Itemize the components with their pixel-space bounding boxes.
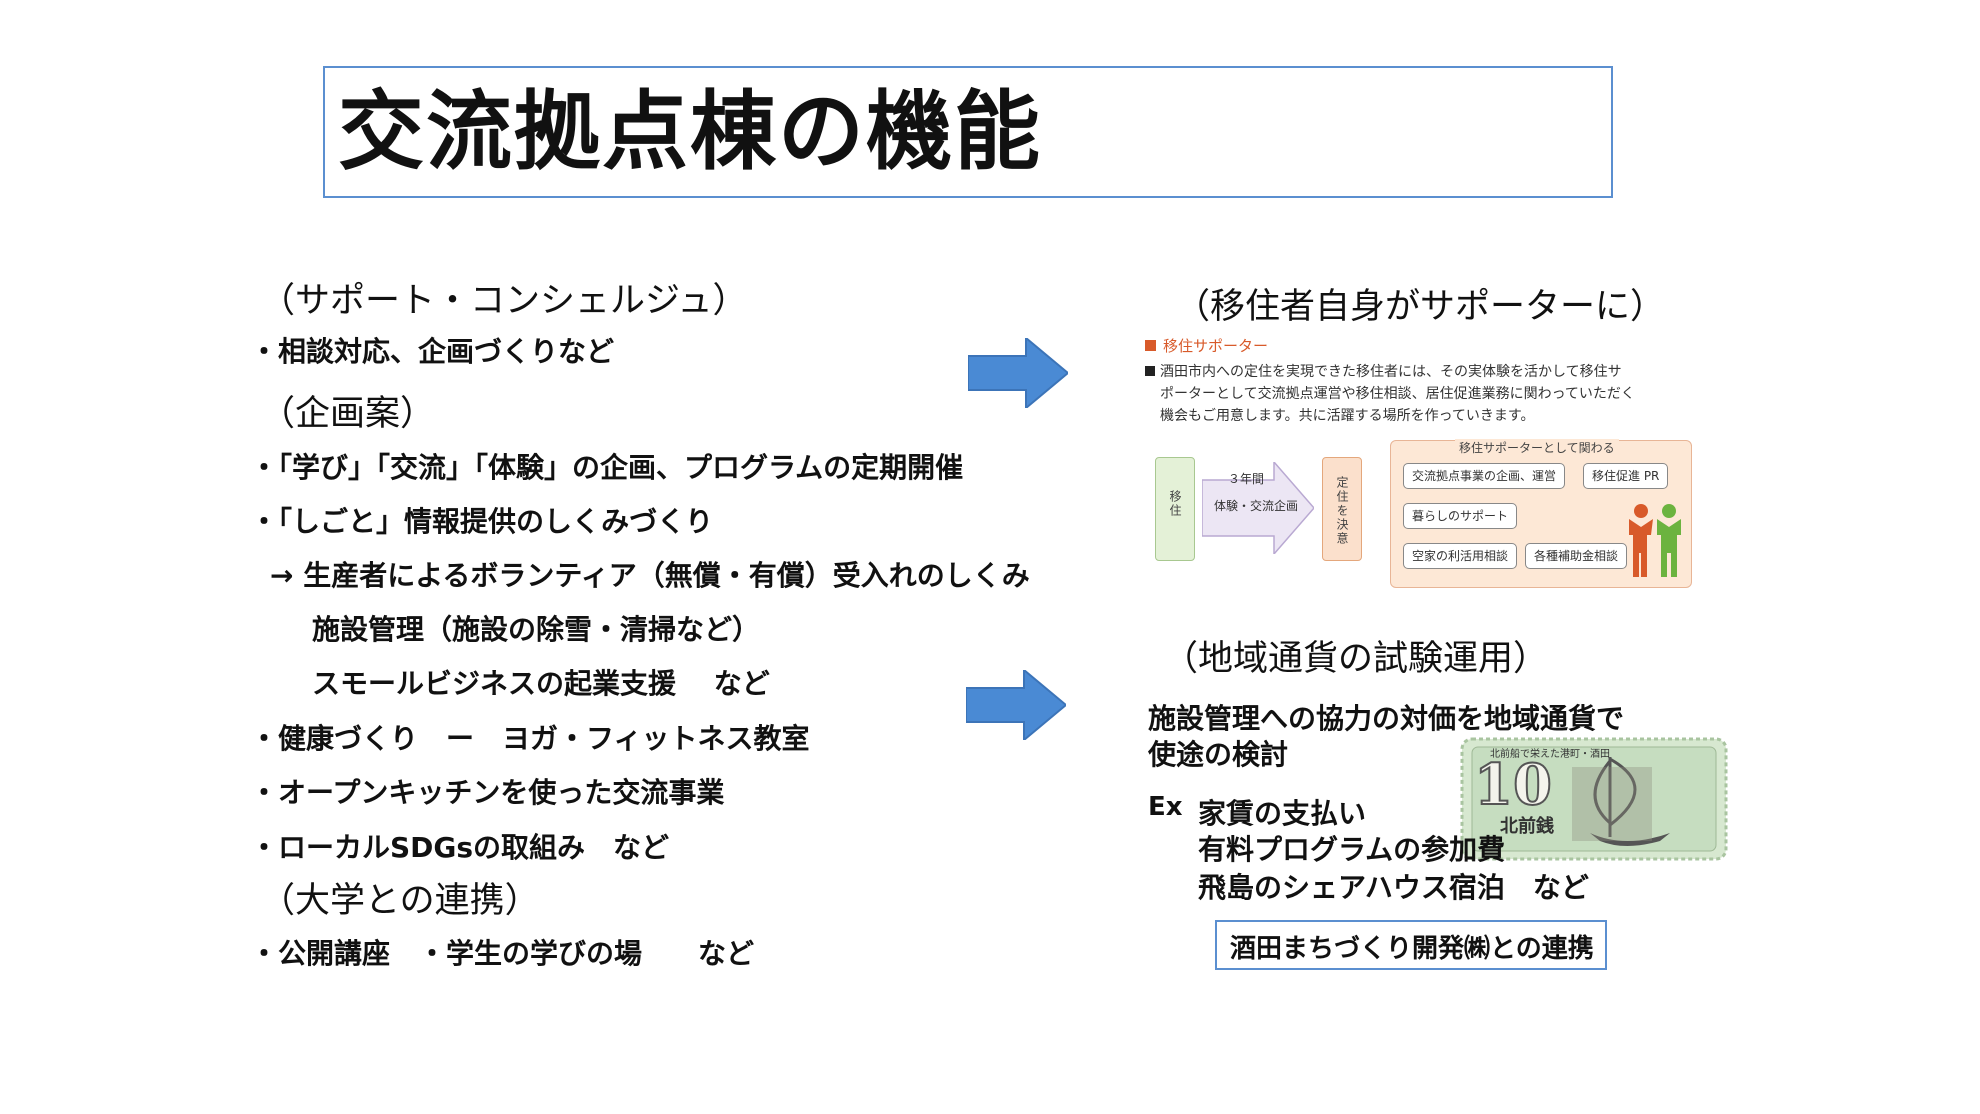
- plan-item-4: 施設管理（施設の除雪・清掃など）: [312, 613, 761, 646]
- plan-item-6: ・健康づくり ー ヨガ・フィットネス教室: [250, 722, 810, 755]
- people-icon: [1629, 504, 1681, 577]
- flow-arrow-icon: [1202, 462, 1314, 554]
- currency-desc: 使途の検討: [1148, 738, 1289, 771]
- role-pill: 移住促進 PR: [1583, 463, 1669, 489]
- page-title: 交流拠点棟の機能: [338, 82, 1042, 182]
- plan-heading: （企画案）: [260, 394, 436, 434]
- square-bullet-icon: [1145, 366, 1155, 376]
- flow-arrow-mid: 体験・交流企画: [1214, 499, 1299, 513]
- support-item: ・相談対応、企画づくりなど: [250, 335, 615, 368]
- note-name: 北前銭: [1500, 816, 1554, 837]
- role-pill: 暮らしのサポート: [1403, 503, 1518, 529]
- flow-box-move-label: 移住: [1168, 490, 1182, 518]
- supporter-role-box: 移住サポーターとして関わる 交流拠点事業の企画、運営 移住促進 PR 暮らしのサ…: [1390, 439, 1692, 588]
- supporter-role-title: 移住サポーターとして関わる: [1455, 439, 1619, 456]
- arrow-right-icon: [966, 670, 1066, 740]
- panel-desc-line: 酒田市内への定住を実現できた移住者には、その実体験を活かして移住サ: [1160, 364, 1622, 380]
- square-bullet-icon: [1145, 340, 1156, 351]
- univ-heading: （大学との連携）: [260, 881, 540, 921]
- plan-item-1: ・「学び」「交流」「体験」の企画、プログラムの定期開催: [250, 451, 964, 484]
- ex-item: 飛島のシェアハウス宿泊 など: [1198, 871, 1589, 904]
- local-currency-note-image: [1460, 737, 1728, 861]
- flow-arrow-top: ３年間: [1228, 472, 1265, 486]
- supporter-heading: （移住者自身がサポーターに）: [1175, 287, 1666, 327]
- ex-label: Ex: [1148, 792, 1183, 822]
- plan-item-2: ・「しごと」情報提供のしくみづくり: [250, 505, 714, 538]
- currency-heading: （地域通貨の試験運用）: [1163, 639, 1549, 679]
- plan-item-5: スモールビジネスの起業支援 など: [312, 667, 770, 700]
- title-box: [323, 66, 1613, 198]
- partner-text: 酒田まちづくり開発㈱との連携: [1230, 934, 1594, 964]
- flow-box-settle-label: 定住を決意: [1335, 476, 1349, 546]
- univ-item: ・公開講座 ・学生の学びの場 など: [250, 937, 755, 970]
- plan-item-3: → 生産者によるボランティア（無償・有償）受入れのしくみ: [270, 559, 1030, 592]
- partner-box: [1215, 920, 1607, 970]
- currency-desc: 施設管理への協力の対価を地域通貨で: [1148, 702, 1625, 735]
- role-pill: 各種補助金相談: [1525, 543, 1628, 569]
- flow-box-move: 移住: [1155, 457, 1195, 561]
- note-denomination: 10: [1473, 751, 1553, 819]
- plan-item-7: ・オープンキッチンを使った交流事業: [250, 776, 725, 809]
- note-top-text: 北前船で栄えた港町・酒田: [1490, 749, 1610, 760]
- arrow-right-icon: [968, 338, 1068, 408]
- ex-item: 家賃の支払い: [1198, 797, 1367, 830]
- ex-item: 有料プログラムの参加費: [1198, 833, 1506, 866]
- flow-box-settle: 定住を決意: [1322, 457, 1362, 561]
- plan-item-8: ・ローカルSDGsの取組み など: [250, 831, 670, 864]
- role-pill: 交流拠点事業の企画、運営: [1403, 463, 1566, 489]
- panel-label: 移住サポーター: [1163, 337, 1269, 355]
- panel-desc-line: ポーターとして交流拠点運営や移住相談、居住促進業務に関わっていただく: [1160, 386, 1635, 402]
- support-heading: （サポート・コンシェルジュ）: [260, 281, 748, 321]
- panel-desc-line: 機会もご用意します。共に活躍する場所を作っていきます。: [1160, 408, 1535, 424]
- role-pill: 空家の利活用相談: [1403, 543, 1518, 569]
